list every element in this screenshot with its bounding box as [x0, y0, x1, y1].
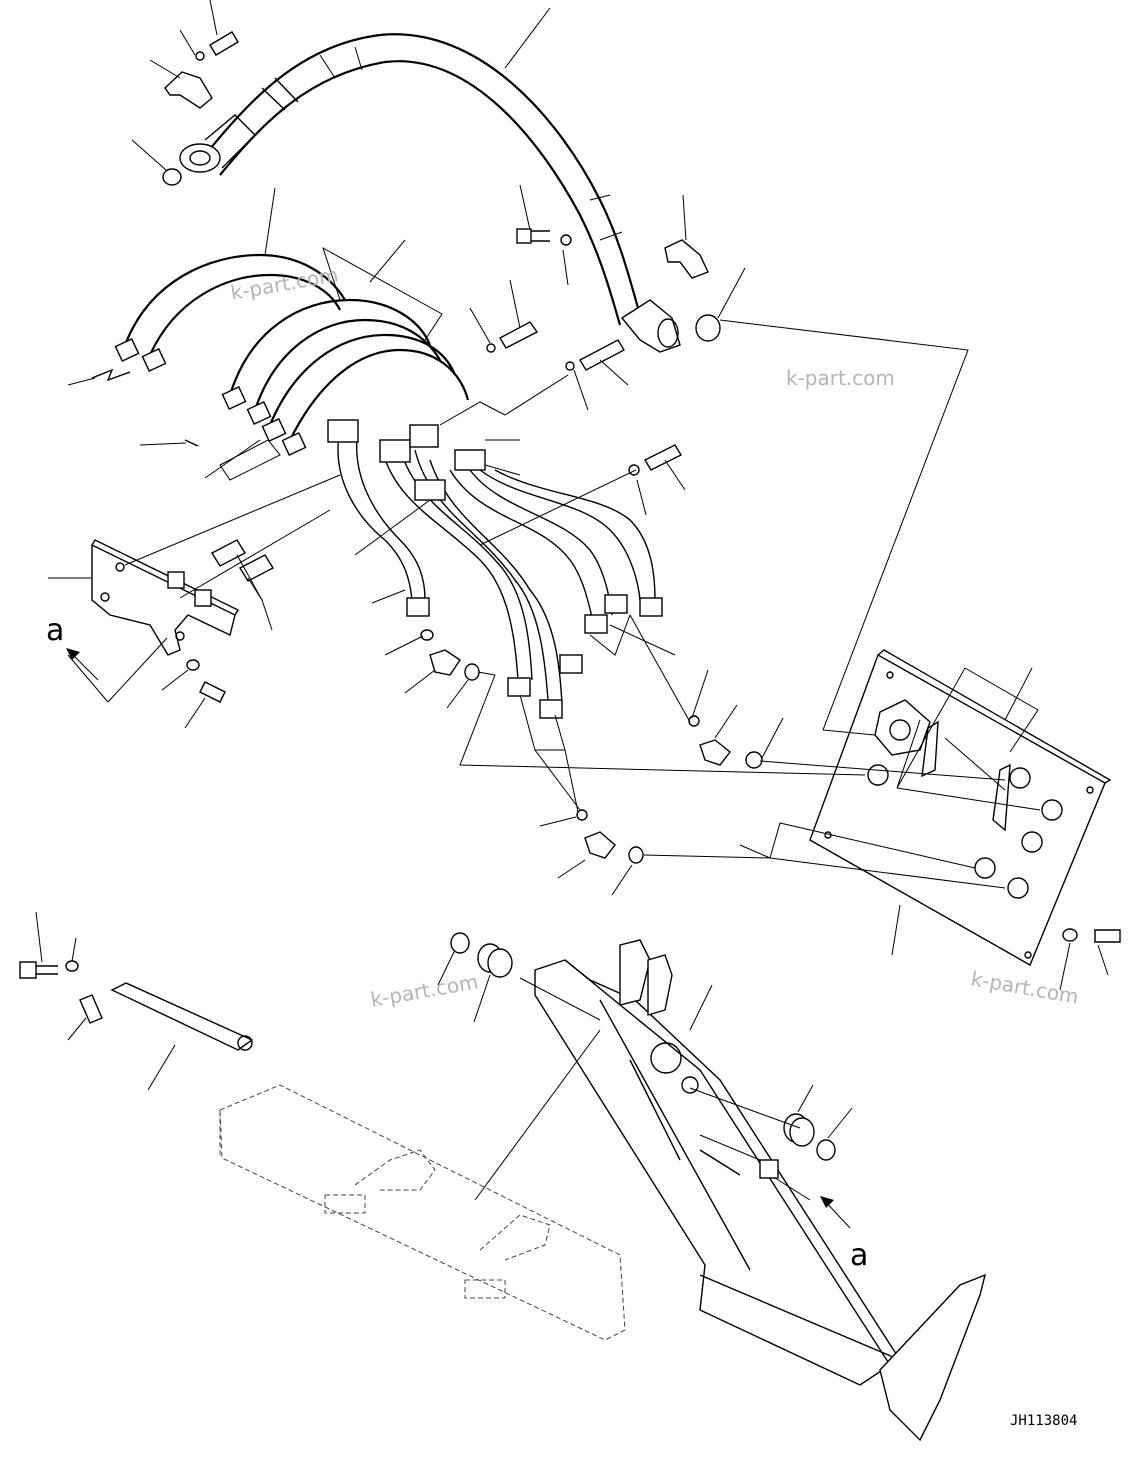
bolt-mid-1[interactable] [486, 321, 539, 353]
callout-lines [35, 0, 1109, 1201]
o-ring-top[interactable] [162, 168, 182, 186]
frame-reference [219, 1084, 626, 1341]
view-arrow-left [66, 648, 99, 681]
elbow-fitting-1[interactable] [420, 629, 480, 681]
boom-base-plate[interactable] [879, 1273, 987, 1442]
seal-ring-right[interactable] [816, 1139, 836, 1161]
manifold-plate[interactable] [809, 649, 1112, 967]
spacer-collars[interactable] [211, 539, 274, 582]
o-ring-right[interactable] [695, 314, 721, 342]
hose-elbow-fitting[interactable] [620, 299, 681, 353]
hose-end-fittings[interactable] [114, 338, 663, 719]
view-marker-a-left: a [46, 613, 64, 648]
plate-bolt[interactable] [1062, 928, 1121, 943]
pivot-pin[interactable] [110, 982, 254, 1051]
boom-arm[interactable] [534, 939, 901, 1386]
lock-plate[interactable] [79, 994, 103, 1024]
bracket-bolt[interactable] [186, 659, 226, 703]
bolt-top-left[interactable] [195, 31, 239, 61]
elbow-fitting-3[interactable] [576, 809, 644, 864]
hose-bundle[interactable] [123, 253, 656, 706]
view-marker-a-right: a [850, 1238, 868, 1273]
elbow-fitting-2[interactable] [688, 715, 763, 769]
bushing-left[interactable] [477, 943, 513, 978]
hose-bracket[interactable] [91, 539, 239, 656]
drawing-code: JH113804 [1010, 1413, 1077, 1429]
main-hose[interactable] [204, 33, 642, 326]
plate-connectors[interactable] [867, 764, 1063, 899]
view-arrow-right [820, 1196, 851, 1229]
split-flange-clamp-left[interactable] [164, 71, 213, 109]
split-flange-clamp-right[interactable] [664, 239, 709, 279]
seal-ring-left[interactable] [450, 932, 470, 954]
plate-brackets[interactable] [921, 720, 1011, 832]
bolt-top-center[interactable] [516, 228, 572, 246]
watermark: k-part.com [369, 969, 480, 1012]
boom-small-bracket[interactable] [759, 1159, 779, 1179]
bushing-right[interactable] [783, 1113, 815, 1147]
bolt-mid-2[interactable] [565, 339, 625, 371]
pin-bolt[interactable] [19, 960, 79, 979]
hose-clip-pins[interactable] [91, 368, 199, 447]
bolt-mid-3[interactable] [628, 444, 682, 476]
hose-flange-fitting[interactable] [179, 114, 256, 173]
watermark: k-part.com [786, 366, 895, 390]
hose-clamp-block[interactable] [327, 419, 486, 501]
watermark: k-part.com [229, 262, 340, 305]
